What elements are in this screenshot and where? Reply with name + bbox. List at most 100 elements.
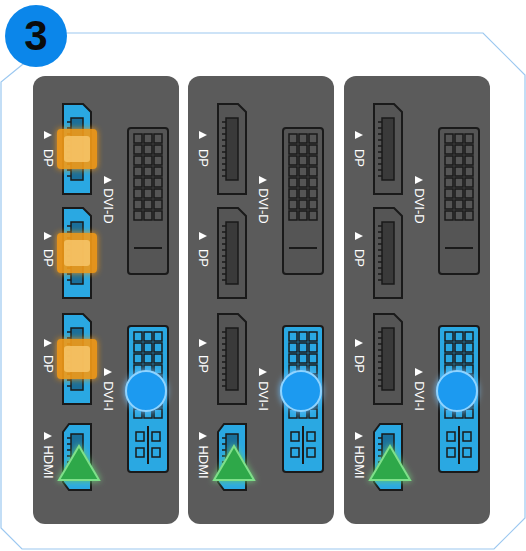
dp-tongue	[226, 118, 238, 180]
dp-pin	[222, 361, 226, 363]
dp-pin	[222, 261, 226, 263]
dp-pin	[67, 175, 71, 177]
dvi-pin	[465, 134, 473, 143]
dp-pin	[222, 225, 226, 227]
dvi-pin	[289, 211, 297, 220]
dvi-pin	[299, 332, 307, 341]
dvi-pin	[447, 432, 455, 441]
dvi-blade	[302, 426, 304, 464]
dp-pin	[378, 255, 382, 257]
pointer-triangle	[415, 176, 423, 184]
dvi-pin	[465, 343, 473, 352]
dp-pin	[222, 337, 226, 339]
dp-pin	[378, 249, 382, 251]
dvi-pin	[309, 134, 317, 143]
dvi-pin	[299, 354, 307, 363]
pointer-triangle	[415, 368, 423, 376]
port-label: DP	[352, 149, 366, 167]
dp-port	[63, 314, 91, 404]
dvi-pin	[289, 343, 297, 352]
port-label: DVI-D	[256, 188, 270, 223]
port-label: DP	[352, 249, 366, 267]
dp-pin	[378, 157, 382, 159]
dvi-pin	[134, 134, 142, 143]
dvi-pin	[152, 448, 160, 457]
dp-pin	[222, 145, 226, 147]
badge-circle	[5, 5, 67, 67]
dp-pin	[67, 225, 71, 227]
port-label: DP	[41, 355, 55, 373]
bracket-panel	[188, 76, 334, 524]
dvi-pin	[445, 134, 453, 143]
pointer-triangle	[355, 232, 363, 240]
dvi-pin	[291, 448, 299, 457]
dvi-pin	[445, 156, 453, 165]
dp-pin	[222, 355, 226, 357]
dp-pin	[378, 279, 382, 281]
dvi-port	[283, 128, 323, 274]
dp-pin	[222, 175, 226, 177]
dvi-pin	[134, 178, 142, 187]
dvi-pin	[309, 211, 317, 220]
dvi-pin	[152, 432, 160, 441]
dp-pin	[378, 273, 382, 275]
dp-pin	[67, 385, 71, 387]
dp-pin	[378, 267, 382, 269]
dvi-pin	[134, 156, 142, 165]
dp-pin	[222, 139, 226, 141]
dvi-pin	[455, 156, 463, 165]
highlight-circle	[281, 371, 321, 411]
dp-pin	[378, 243, 382, 245]
dp-pin	[222, 255, 226, 257]
highlight-square	[64, 136, 90, 162]
dvi-pin	[144, 167, 152, 176]
dp-port	[218, 314, 246, 404]
dvi-blade	[445, 247, 473, 249]
dp-pin	[222, 331, 226, 333]
dp-pin	[222, 163, 226, 165]
dp-pin	[378, 231, 382, 233]
dp-pin	[222, 367, 226, 369]
dvi-pin	[154, 211, 162, 220]
dp-pin	[222, 379, 226, 381]
dvi-pin	[136, 448, 144, 457]
dvi-pin	[465, 211, 473, 220]
dvi-pin	[154, 343, 162, 352]
dvi-pin	[445, 167, 453, 176]
dvi-pin	[309, 354, 317, 363]
dvi-pin	[299, 200, 307, 209]
dp-pin	[222, 349, 226, 351]
dvi-pin	[465, 200, 473, 209]
dp-tongue	[382, 118, 394, 180]
dvi-pin	[154, 156, 162, 165]
hdmi-pin	[222, 443, 226, 445]
dp-port	[63, 104, 91, 194]
dp-pin	[378, 337, 382, 339]
pointer-triangle	[44, 131, 52, 139]
dvi-pin	[134, 167, 142, 176]
dvi-pin	[134, 200, 142, 209]
dp-pin	[378, 355, 382, 357]
dvi-pin	[134, 343, 142, 352]
port-label: DP	[196, 355, 210, 373]
pointer-triangle	[44, 232, 52, 240]
hdmi-pin	[378, 455, 382, 457]
dp-pin	[378, 145, 382, 147]
dp-pin	[378, 379, 382, 381]
dvi-pin	[289, 200, 297, 209]
dp-pin	[67, 331, 71, 333]
dvi-pin	[455, 145, 463, 154]
port-label: DVI-D	[412, 188, 426, 223]
hdmi-pin	[67, 437, 71, 439]
dp-pin	[222, 385, 226, 387]
dvi-pin	[309, 167, 317, 176]
dvi-blade	[147, 426, 149, 464]
dvi-pin	[455, 343, 463, 352]
dp-port	[374, 104, 402, 194]
dvi-pin	[154, 189, 162, 198]
pointer-triangle	[104, 176, 112, 184]
dvi-pin	[134, 354, 142, 363]
bracket-panel	[33, 76, 179, 524]
dvi-pin	[445, 354, 453, 363]
